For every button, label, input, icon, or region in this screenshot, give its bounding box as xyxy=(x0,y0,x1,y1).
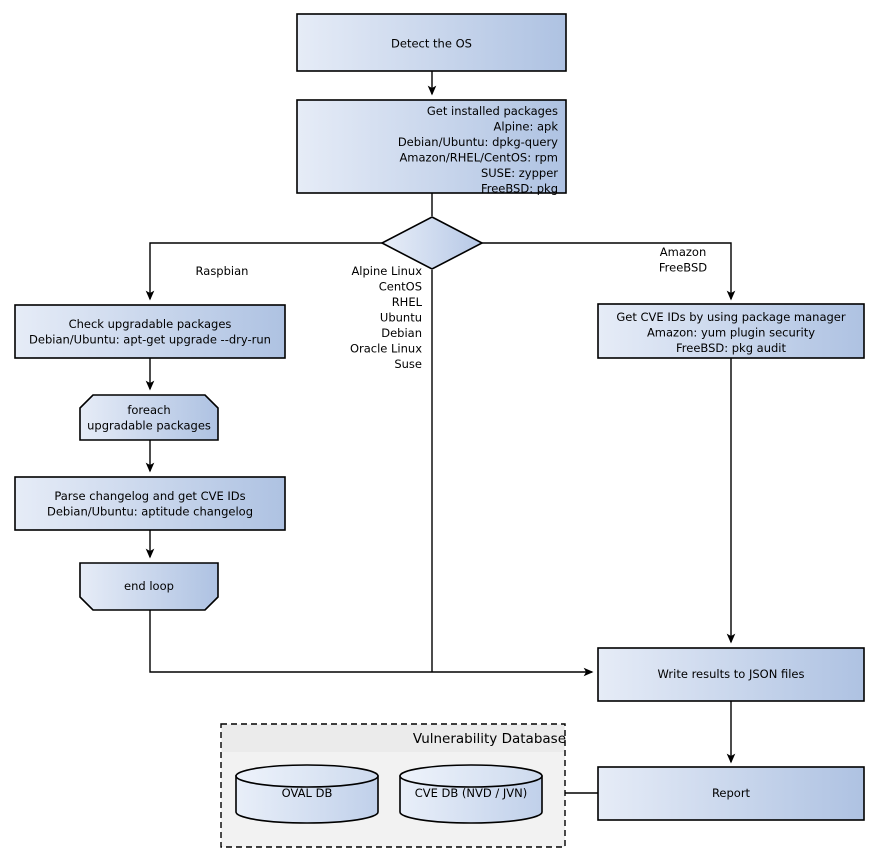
edge-label-middle-distros-5: Oracle Linux xyxy=(350,342,422,356)
node-write-results[interactable]: Write results to JSON files xyxy=(597,647,865,702)
node-os-decision[interactable] xyxy=(380,216,484,270)
parse-changelog-box[interactable] xyxy=(14,476,286,531)
oval-db-cylinder-top xyxy=(235,764,379,788)
cve-db-cylinder-top xyxy=(399,764,543,788)
edge-decision-to-check-upgradable xyxy=(145,242,382,301)
check-upgradable-packages-label-1: Debian/Ubuntu: apt-get upgrade --dry-run xyxy=(29,333,271,347)
vulnerability-database-title: Vulnerability Database xyxy=(413,731,566,747)
parse-changelog-label-1: Debian/Ubuntu: aptitude changelog xyxy=(47,505,253,519)
edge-label-middle-distros: Alpine Linux CentOS RHEL Ubuntu Debian O… xyxy=(350,264,423,371)
node-foreach-upgradable-packages[interactable]: foreach upgradable packages xyxy=(79,394,219,441)
node-get-installed-packages[interactable]: Get installed packages Alpine: apk Debia… xyxy=(296,99,567,196)
get-installed-packages-label-0: Get installed packages xyxy=(427,104,558,118)
node-parse-changelog[interactable]: Parse changelog and get CVE IDs Debian/U… xyxy=(14,476,286,531)
end-loop-shape[interactable] xyxy=(79,562,219,611)
get-cve-ids-label-2: FreeBSD: pkg audit xyxy=(676,341,787,355)
cve-db-cylinder-body[interactable] xyxy=(399,775,543,824)
detect-the-os-box[interactable] xyxy=(296,13,567,72)
get-installed-packages-label-3: Amazon/RHEL/CentOS: rpm xyxy=(399,151,558,165)
cve-db-cylinder[interactable]: CVE DB (NVD / JVN) xyxy=(399,764,543,824)
write-results-label: Write results to JSON files xyxy=(658,667,805,681)
parse-changelog-label-0: Parse changelog and get CVE IDs xyxy=(54,489,245,503)
get-cve-ids-box[interactable] xyxy=(597,303,865,359)
get-installed-packages-label-5: FreeBSD: pkg xyxy=(481,182,558,196)
get-installed-packages-label-1: Alpine: apk xyxy=(494,120,559,134)
get-installed-packages-label-4: SUSE: zypper xyxy=(481,166,558,180)
foreach-label-0: foreach xyxy=(127,403,170,417)
vulnerability-database-title-band xyxy=(222,725,564,752)
os-decision-diamond[interactable] xyxy=(380,216,484,270)
report-box[interactable] xyxy=(597,766,865,821)
edge-label-middle-distros-1: CentOS xyxy=(379,280,422,294)
node-detect-the-os[interactable]: Detect the OS xyxy=(296,13,567,72)
edge-end-loop-to-write-results xyxy=(149,610,594,677)
check-upgradable-packages-box[interactable] xyxy=(14,304,286,359)
edge-label-freebsd: FreeBSD xyxy=(659,261,707,275)
vulnerability-database-group: Vulnerability Database OVAL DB CVE DB (N… xyxy=(220,723,566,848)
cve-db-label: CVE DB (NVD / JVN) xyxy=(415,786,528,800)
edge-decision-to-get-cve-ids xyxy=(482,242,736,301)
detect-the-os-label: Detect the OS xyxy=(391,37,472,51)
oval-db-cylinder-body[interactable] xyxy=(235,775,379,824)
edge-label-amazon-freebsd: Amazon FreeBSD xyxy=(659,245,707,275)
oval-db-label: OVAL DB xyxy=(282,786,333,800)
oval-db-cylinder[interactable]: OVAL DB xyxy=(235,764,379,824)
node-check-upgradable-packages[interactable]: Check upgradable packages Debian/Ubuntu:… xyxy=(14,304,286,359)
end-loop-label: end loop xyxy=(124,579,174,593)
edge-label-middle-distros-0: Alpine Linux xyxy=(351,264,422,278)
get-installed-packages-label-2: Debian/Ubuntu: dpkg-query xyxy=(398,135,558,149)
get-installed-packages-box[interactable] xyxy=(296,99,567,194)
get-cve-ids-label-0: Get CVE IDs by using package manager xyxy=(616,310,846,324)
check-upgradable-packages-label-0: Check upgradable packages xyxy=(69,317,232,331)
edge-label-amazon: Amazon xyxy=(660,245,706,259)
foreach-loop-shape[interactable] xyxy=(79,394,219,441)
get-cve-ids-label-1: Amazon: yum plugin security xyxy=(647,326,815,340)
edge-label-raspbian: Raspbian xyxy=(196,264,249,278)
connectors xyxy=(145,71,736,794)
edge-label-middle-distros-2: RHEL xyxy=(392,295,423,309)
edge-label-middle-distros-6: Suse xyxy=(394,357,422,371)
edge-label-middle-distros-3: Ubuntu xyxy=(380,311,422,325)
node-get-cve-ids[interactable]: Get CVE IDs by using package manager Ama… xyxy=(597,303,865,359)
foreach-label-1: upgradable packages xyxy=(87,419,211,433)
write-results-box[interactable] xyxy=(597,647,865,702)
report-label: Report xyxy=(712,786,751,800)
node-report[interactable]: Report xyxy=(597,766,865,821)
edge-label-middle-distros-4: Debian xyxy=(381,326,422,340)
node-end-loop[interactable]: end loop xyxy=(79,562,219,611)
